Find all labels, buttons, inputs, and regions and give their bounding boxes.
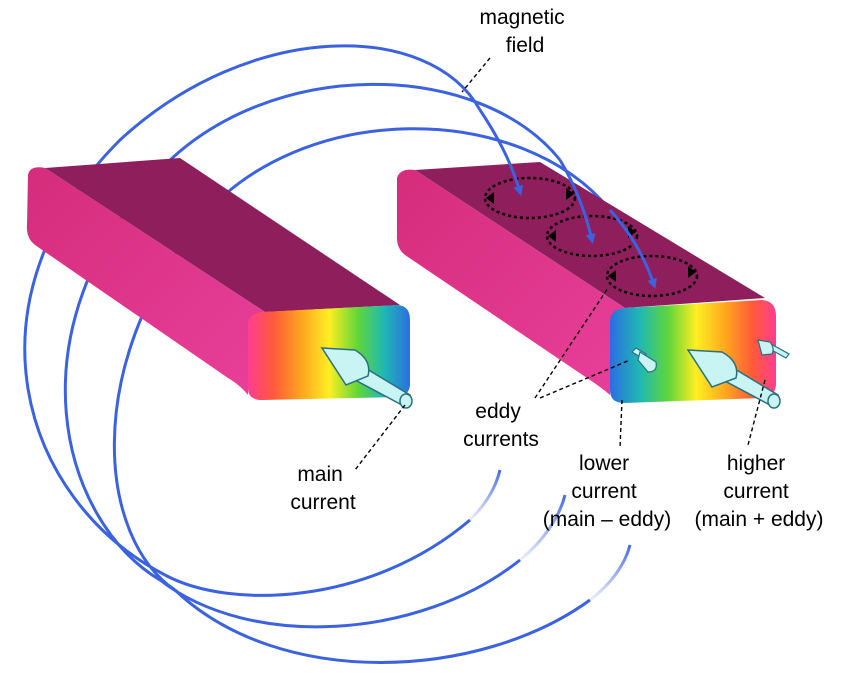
right-bar-side-face: [396, 169, 625, 395]
eddy-loop-3: [605, 254, 699, 298]
eddy-current-loops: [483, 176, 699, 298]
field-return-inner-fade: [589, 544, 632, 602]
label-magnetic-field: magnetic field: [479, 6, 570, 57]
label-higher-current: higher current (main + eddy): [695, 452, 824, 531]
main-current-arrow: [320, 347, 413, 409]
field-return-middle-fade: [519, 494, 567, 562]
left-bar-top-face: [45, 158, 400, 312]
leader-eddy-1: [539, 359, 631, 399]
label-main-current: main current: [290, 463, 356, 514]
eddy-loop-1: [483, 176, 577, 220]
field-return-inner: [173, 588, 591, 664]
label-eddy-currents: eddy currents: [463, 400, 539, 451]
left-conductor-bar: [26, 158, 413, 409]
eddy-current-arrow-higher: [757, 339, 790, 359]
leader-main-current: [354, 404, 406, 471]
leader-lower-current: [619, 399, 623, 449]
eddy-current-arrow-small: [631, 347, 657, 373]
field-line-outer: [23, 44, 482, 577]
right-conductor-bar: [396, 162, 790, 409]
field-return-middle: [159, 558, 521, 629]
eddy-loop-2: [545, 214, 639, 258]
leader-eddy-2: [534, 287, 609, 399]
label-lower-current: lower current (main – eddy): [543, 452, 671, 531]
magnetic-field-lines-front: [159, 109, 657, 664]
leader-lines: [354, 57, 766, 471]
field-return-outer-fade: [468, 469, 502, 522]
field-line-middle-front: [558, 159, 596, 244]
main-current-arrow-right: [686, 349, 781, 409]
field-line-outer-front: [478, 109, 524, 196]
field-return-outer: [164, 518, 471, 597]
leader-magnetic-field: [461, 57, 491, 93]
left-bar-side-face: [26, 167, 266, 395]
eddy-loop-arrowheads: [486, 188, 696, 282]
field-line-inner-front: [608, 208, 657, 289]
